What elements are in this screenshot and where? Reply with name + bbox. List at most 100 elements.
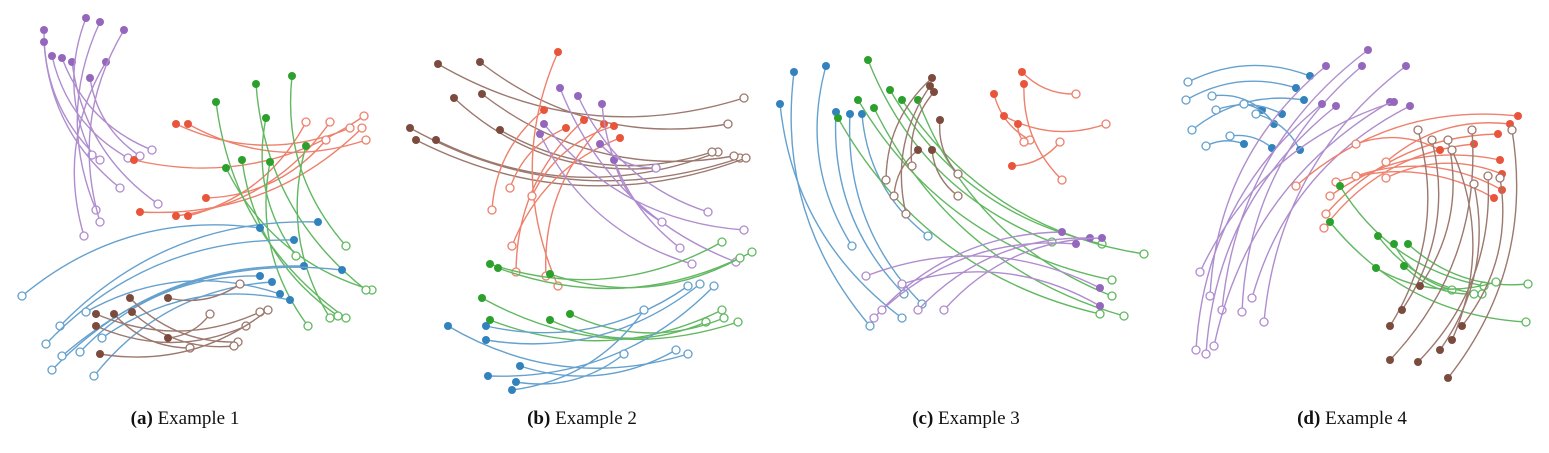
target-node: [877, 305, 887, 315]
source-node: [266, 158, 274, 166]
target-node: [717, 305, 727, 315]
edge-curve: [1451, 149, 1474, 341]
edge-curve: [834, 111, 905, 295]
source-node: [1514, 112, 1522, 120]
source-node: [1470, 140, 1478, 148]
target-node: [527, 191, 537, 201]
edge-curve: [549, 257, 741, 289]
purple-edge: [574, 92, 713, 217]
edge-curve: [1355, 165, 1503, 191]
source-node: [1098, 234, 1106, 242]
target-node: [205, 309, 215, 319]
edge-curve: [1003, 115, 1107, 133]
edge-curve: [1209, 65, 1327, 297]
brown-edge: [1436, 179, 1480, 354]
edge-curve: [43, 29, 101, 161]
purple-edge: [1247, 102, 1414, 303]
red-edge: [505, 124, 570, 193]
target-node: [1181, 95, 1191, 105]
brown-edge: [907, 88, 938, 171]
green-edge: [898, 96, 1149, 259]
target-node: [1351, 139, 1361, 149]
caption-example-4: (d) Example 4: [1202, 408, 1502, 430]
edge-curve: [225, 167, 373, 291]
edge-curve: [511, 309, 645, 391]
target-node: [303, 321, 313, 331]
target-node: [1107, 291, 1117, 301]
caption-text: Example 1: [152, 408, 240, 429]
edge-curve: [1021, 71, 1077, 95]
target-node: [1381, 173, 1391, 183]
purple-edge: [897, 271, 1104, 310]
source-node: [222, 164, 230, 172]
edge-curve: [481, 297, 739, 341]
target-node: [671, 345, 681, 355]
blue-edge: [512, 349, 629, 386]
blue-edge: [444, 322, 693, 369]
target-node: [57, 351, 67, 361]
edge-curve: [99, 309, 269, 358]
target-node: [147, 145, 157, 155]
target-node: [723, 119, 733, 129]
source-node: [834, 114, 842, 122]
caption-tag: (a): [130, 408, 153, 429]
edge-curve: [531, 51, 559, 287]
edge-curve: [1439, 183, 1480, 351]
target-node: [1095, 309, 1105, 319]
source-node: [40, 26, 48, 34]
edge-curve: [1011, 141, 1061, 167]
edge-curve: [511, 137, 621, 247]
green-edge: [566, 310, 729, 334]
source-node: [1018, 68, 1026, 76]
blue-edge: [516, 345, 681, 377]
red-edge: [1000, 112, 1111, 133]
edge-curve: [487, 285, 715, 377]
edge-curve: [101, 293, 291, 339]
panel-example-4: [1181, 46, 1533, 382]
edge-curve: [993, 93, 1031, 141]
target-node: [717, 237, 727, 247]
edge-curve: [1329, 221, 1527, 323]
source-node: [1096, 284, 1104, 292]
purple-edge: [869, 228, 1066, 323]
edge-curve: [61, 266, 343, 357]
edge-curve: [1263, 65, 1407, 323]
green-edge: [288, 72, 351, 251]
edge-curve: [1355, 136, 1441, 151]
purple-edge: [48, 52, 133, 163]
edge-curve: [85, 280, 281, 313]
target-node: [507, 241, 517, 251]
target-node: [81, 307, 91, 317]
target-node: [321, 135, 331, 145]
source-node: [566, 310, 574, 318]
source-node: [512, 378, 520, 386]
brown-edge: [889, 146, 922, 201]
target-node: [683, 281, 693, 291]
source-node: [212, 98, 220, 106]
edge-curve: [515, 353, 625, 385]
source-node: [574, 92, 582, 100]
source-node: [1404, 240, 1412, 248]
red-edge: [1351, 136, 1444, 154]
green-edge: [1326, 218, 1531, 327]
green-edge: [1404, 240, 1533, 289]
edge-curve: [187, 121, 307, 217]
edge-curve: [129, 297, 239, 343]
blue-edge: [97, 293, 294, 343]
blue-edge: [508, 305, 649, 394]
source-node: [598, 100, 606, 108]
blue-edge: [1225, 131, 1276, 152]
red-edge: [511, 116, 588, 277]
edge-curve: [873, 107, 1125, 317]
edge-curve: [1211, 94, 1263, 111]
target-node: [55, 321, 65, 331]
purple-edge: [596, 140, 661, 173]
red-edge: [202, 135, 331, 202]
edge-curve: [601, 103, 681, 249]
target-node: [263, 305, 273, 315]
source-node: [886, 86, 894, 94]
source-node: [1436, 346, 1444, 354]
edge-curve: [1389, 129, 1429, 327]
blue-edge: [75, 272, 264, 357]
